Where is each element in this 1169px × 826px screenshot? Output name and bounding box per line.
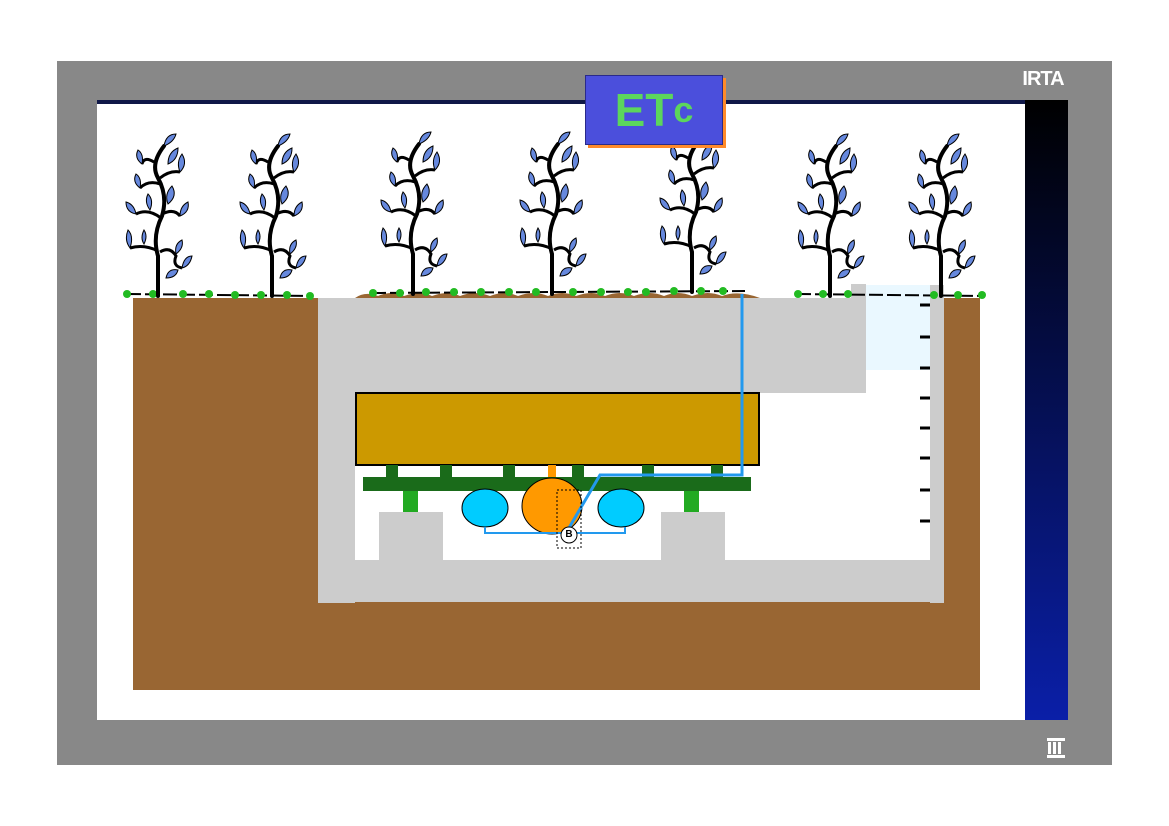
soil-container [355,392,760,466]
level-gauge-ticks [920,303,930,523]
top-rule [97,100,1027,104]
pump-housing [556,489,582,549]
drainage-tank [521,477,583,535]
concrete-lid [318,298,866,393]
soil-surface-strip [355,293,760,298]
load-cell-right [684,490,699,512]
drain-pipe-stub [548,465,556,477]
title-main: ET [614,84,674,136]
soil-left [133,298,318,690]
water-line-tanks [484,527,626,534]
water-level-panel [866,285,930,370]
institutional-logo-icon [1047,738,1065,758]
sidebar-gradient [1025,100,1068,720]
drip-line-center [369,287,746,297]
concrete-right-wall [930,285,944,603]
pump-icon [560,526,578,544]
concrete-lid-post [851,284,866,298]
soil-bottom [318,600,980,690]
water-line-drain [564,294,744,534]
pedestal-left [379,512,443,560]
soil-right [943,298,980,603]
title-subscript: c [673,89,694,130]
pump-label: B [565,529,573,540]
concrete-floor [318,560,944,602]
pedestal-right [661,512,725,560]
brand-label: IRTA [1022,68,1064,90]
load-cell-left [403,490,418,512]
water-tank-right [597,488,645,528]
water-tank-left [461,488,509,528]
